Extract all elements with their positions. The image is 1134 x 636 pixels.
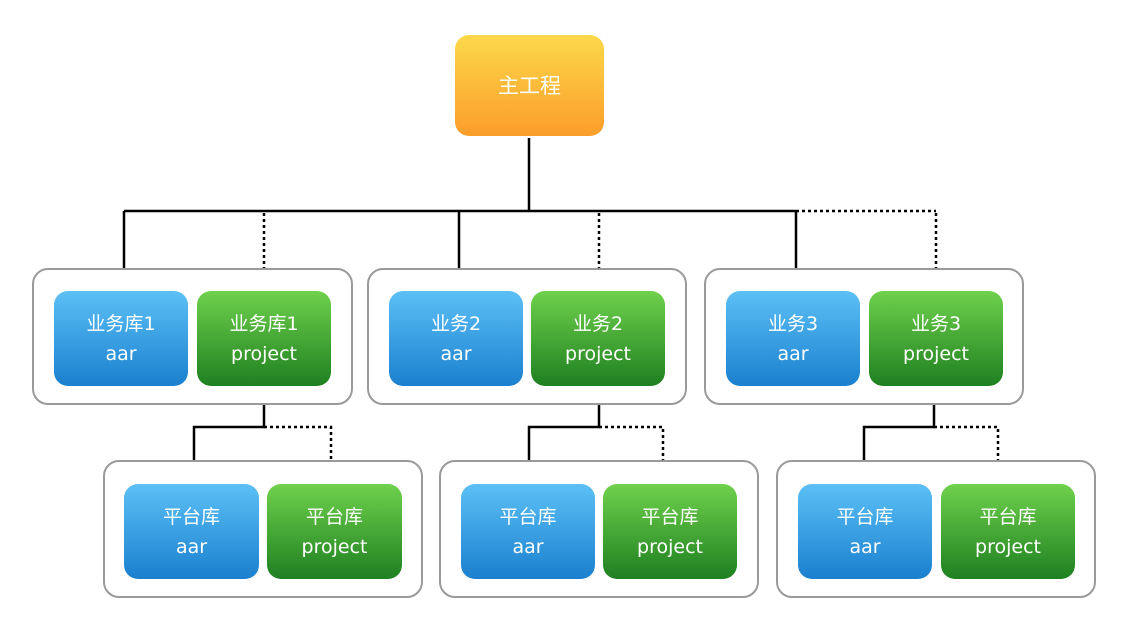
root-node-main-project: 主工程: [455, 35, 604, 136]
module2-to-platform-trunk: [529, 388, 601, 478]
module3-aar-node: 业务3 aar: [726, 291, 860, 386]
platform2-project-type: project: [637, 535, 703, 558]
root-label: 主工程: [498, 73, 561, 98]
platform3-aar-type: aar: [849, 535, 881, 558]
module2-aar-type: aar: [440, 342, 472, 365]
module1-to-platform-dotted: [264, 425, 331, 478]
module3-aar-name: 业务3: [767, 312, 819, 335]
platform1-project-name: 平台库: [305, 505, 363, 528]
module3-project-type: project: [903, 342, 969, 365]
module1-aar-name: 业务库1: [86, 312, 156, 335]
platform2-aar-name: 平台库: [499, 505, 557, 528]
module2-aar-node: 业务2 aar: [389, 291, 523, 386]
platform1-aar-name: 平台库: [162, 505, 220, 528]
module1-project-name: 业务库1: [229, 312, 299, 335]
module1-project-type: project: [231, 342, 297, 365]
module1-project-node: 业务库1 project: [197, 291, 331, 386]
platform2-aar-node: 平台库 aar: [461, 484, 595, 579]
platform3-project-type: project: [975, 535, 1041, 558]
platform2-project-node: 平台库 project: [603, 484, 737, 579]
module3-project-name: 业务3: [910, 312, 962, 335]
module3-to-platform-trunk: [864, 388, 936, 478]
platform1-aar-node: 平台库 aar: [124, 484, 259, 579]
module3-aar-type: aar: [777, 342, 809, 365]
platform3-aar-node: 平台库 aar: [798, 484, 932, 579]
platform3-aar-name: 平台库: [836, 505, 894, 528]
module1-aar-type: aar: [105, 342, 137, 365]
module2-aar-name: 业务2: [430, 312, 482, 335]
module2-project-name: 业务2: [572, 312, 624, 335]
module3-project-node: 业务3 project: [869, 291, 1003, 386]
platform1-aar-type: aar: [175, 535, 208, 558]
platform2-project-name: 平台库: [641, 505, 699, 528]
module1-to-platform-trunk: [194, 388, 266, 478]
platform3-project-node: 平台库 project: [941, 484, 1075, 579]
platform1-project-type: project: [301, 535, 368, 558]
module2-project-node: 业务2 project: [531, 291, 665, 386]
platform3-project-name: 平台库: [979, 505, 1037, 528]
platform2-aar-type: aar: [512, 535, 544, 558]
platform1-project-node: 平台库 project: [267, 484, 402, 579]
module2-project-type: project: [565, 342, 631, 365]
module1-aar-node: 业务库1 aar: [54, 291, 188, 386]
